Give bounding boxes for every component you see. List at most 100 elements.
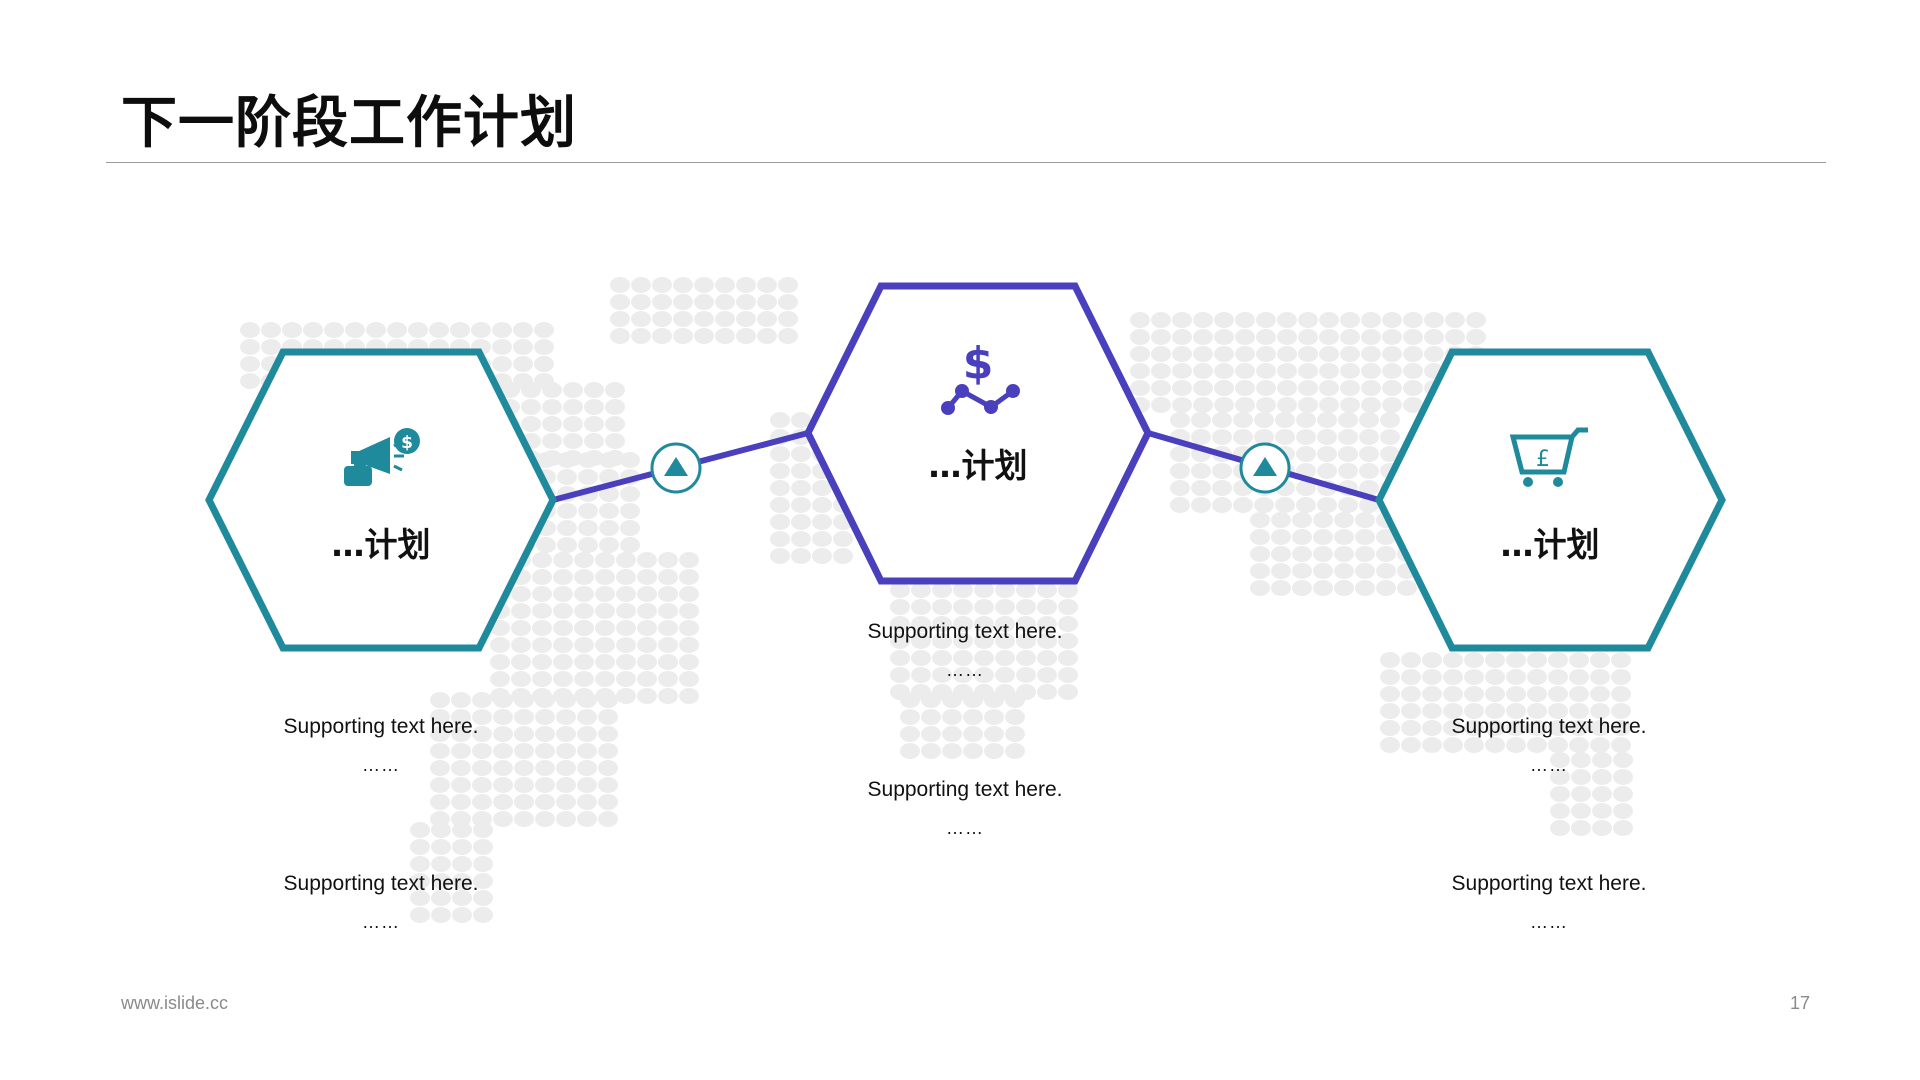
map-dot — [1571, 786, 1591, 802]
map-dot — [1214, 329, 1234, 345]
map-dot — [1464, 669, 1484, 685]
map-dot — [490, 637, 510, 653]
map-dot — [715, 311, 735, 327]
map-dot — [430, 726, 450, 742]
map-dot — [1214, 363, 1234, 379]
map-dot — [1443, 652, 1463, 668]
map-dot — [1298, 380, 1318, 396]
map-dot — [1334, 512, 1354, 528]
map-dot — [812, 531, 832, 547]
map-dot — [974, 599, 994, 615]
map-dot — [1271, 512, 1291, 528]
map-dot — [984, 709, 1004, 725]
map-dot — [1005, 726, 1025, 742]
map-dot — [1233, 429, 1253, 445]
map-dot — [1058, 599, 1078, 615]
map-dot — [1422, 737, 1442, 753]
map-dot — [1338, 429, 1358, 445]
map-dot — [1613, 769, 1633, 785]
map-dot — [1569, 652, 1589, 668]
map-dot — [452, 873, 472, 889]
map-dot — [791, 497, 811, 513]
map-dot — [429, 322, 449, 338]
map-dot — [620, 503, 640, 519]
note-ellipsis: …… — [1530, 755, 1568, 775]
map-dot — [1256, 312, 1276, 328]
stage-label-1: …计划 — [331, 525, 431, 564]
map-dot — [1613, 820, 1633, 836]
map-dot — [1361, 329, 1381, 345]
note-text: Supporting text here. — [867, 778, 1063, 801]
map-dot — [1250, 546, 1270, 562]
map-dot — [1443, 703, 1463, 719]
map-dot — [553, 586, 573, 602]
map-dot — [452, 822, 472, 838]
map-dot — [514, 777, 534, 793]
map-dot — [595, 654, 615, 670]
map-dot — [535, 743, 555, 759]
map-dot — [1380, 686, 1400, 702]
stage-hexagon-3 — [1375, 348, 1726, 652]
map-dot — [900, 726, 920, 742]
map-dot — [900, 709, 920, 725]
map-dot — [974, 667, 994, 683]
map-dot — [658, 552, 678, 568]
map-dot — [577, 760, 597, 776]
map-dot — [472, 709, 492, 725]
map-dot — [451, 726, 471, 742]
map-dot — [620, 452, 640, 468]
map-dot — [578, 452, 598, 468]
map-dot — [493, 794, 513, 810]
map-dot — [240, 322, 260, 338]
map-dot — [574, 569, 594, 585]
map-dot — [1250, 512, 1270, 528]
map-dot — [1130, 329, 1150, 345]
map-dot — [1191, 463, 1211, 479]
map-dot — [1298, 397, 1318, 413]
map-dot — [431, 822, 451, 838]
map-dot — [963, 726, 983, 742]
map-dot — [1151, 312, 1171, 328]
map-dot — [1277, 363, 1297, 379]
map-dot — [932, 633, 952, 649]
map-dot — [620, 537, 640, 553]
map-dot — [556, 709, 576, 725]
map-dot — [679, 637, 699, 653]
map-dot — [1296, 446, 1316, 462]
map-dot — [431, 890, 451, 906]
map-dot — [473, 873, 493, 889]
map-dot — [1338, 412, 1358, 428]
note-ellipsis: …… — [946, 818, 984, 838]
map-dot — [637, 620, 657, 636]
map-dot — [812, 480, 832, 496]
map-dot — [1172, 363, 1192, 379]
map-dot — [911, 633, 931, 649]
note-ellipsis: …… — [946, 660, 984, 680]
map-dot — [1443, 669, 1463, 685]
map-dot — [513, 356, 533, 372]
map-dot — [1058, 650, 1078, 666]
map-dot — [410, 856, 430, 872]
map-dot — [492, 356, 512, 372]
map-dot — [1464, 737, 1484, 753]
stage-3-note-2: Supporting text here. …… — [1389, 872, 1709, 934]
map-dot — [631, 311, 651, 327]
map-dot — [473, 907, 493, 923]
note-text: Supporting text here. — [1451, 872, 1647, 895]
map-dot — [1338, 463, 1358, 479]
map-dot — [791, 514, 811, 530]
map-dot — [578, 469, 598, 485]
map-dot — [1464, 686, 1484, 702]
map-dot — [1403, 312, 1423, 328]
map-dot — [974, 650, 994, 666]
map-dot — [1317, 446, 1337, 462]
map-dot — [942, 692, 962, 708]
map-dot — [542, 433, 562, 449]
map-dot — [605, 399, 625, 415]
up-arrow-icon — [664, 457, 688, 476]
map-dot — [387, 322, 407, 338]
map-dot — [240, 373, 260, 389]
map-dot — [932, 650, 952, 666]
map-dot — [1254, 412, 1274, 428]
map-dot — [599, 537, 619, 553]
